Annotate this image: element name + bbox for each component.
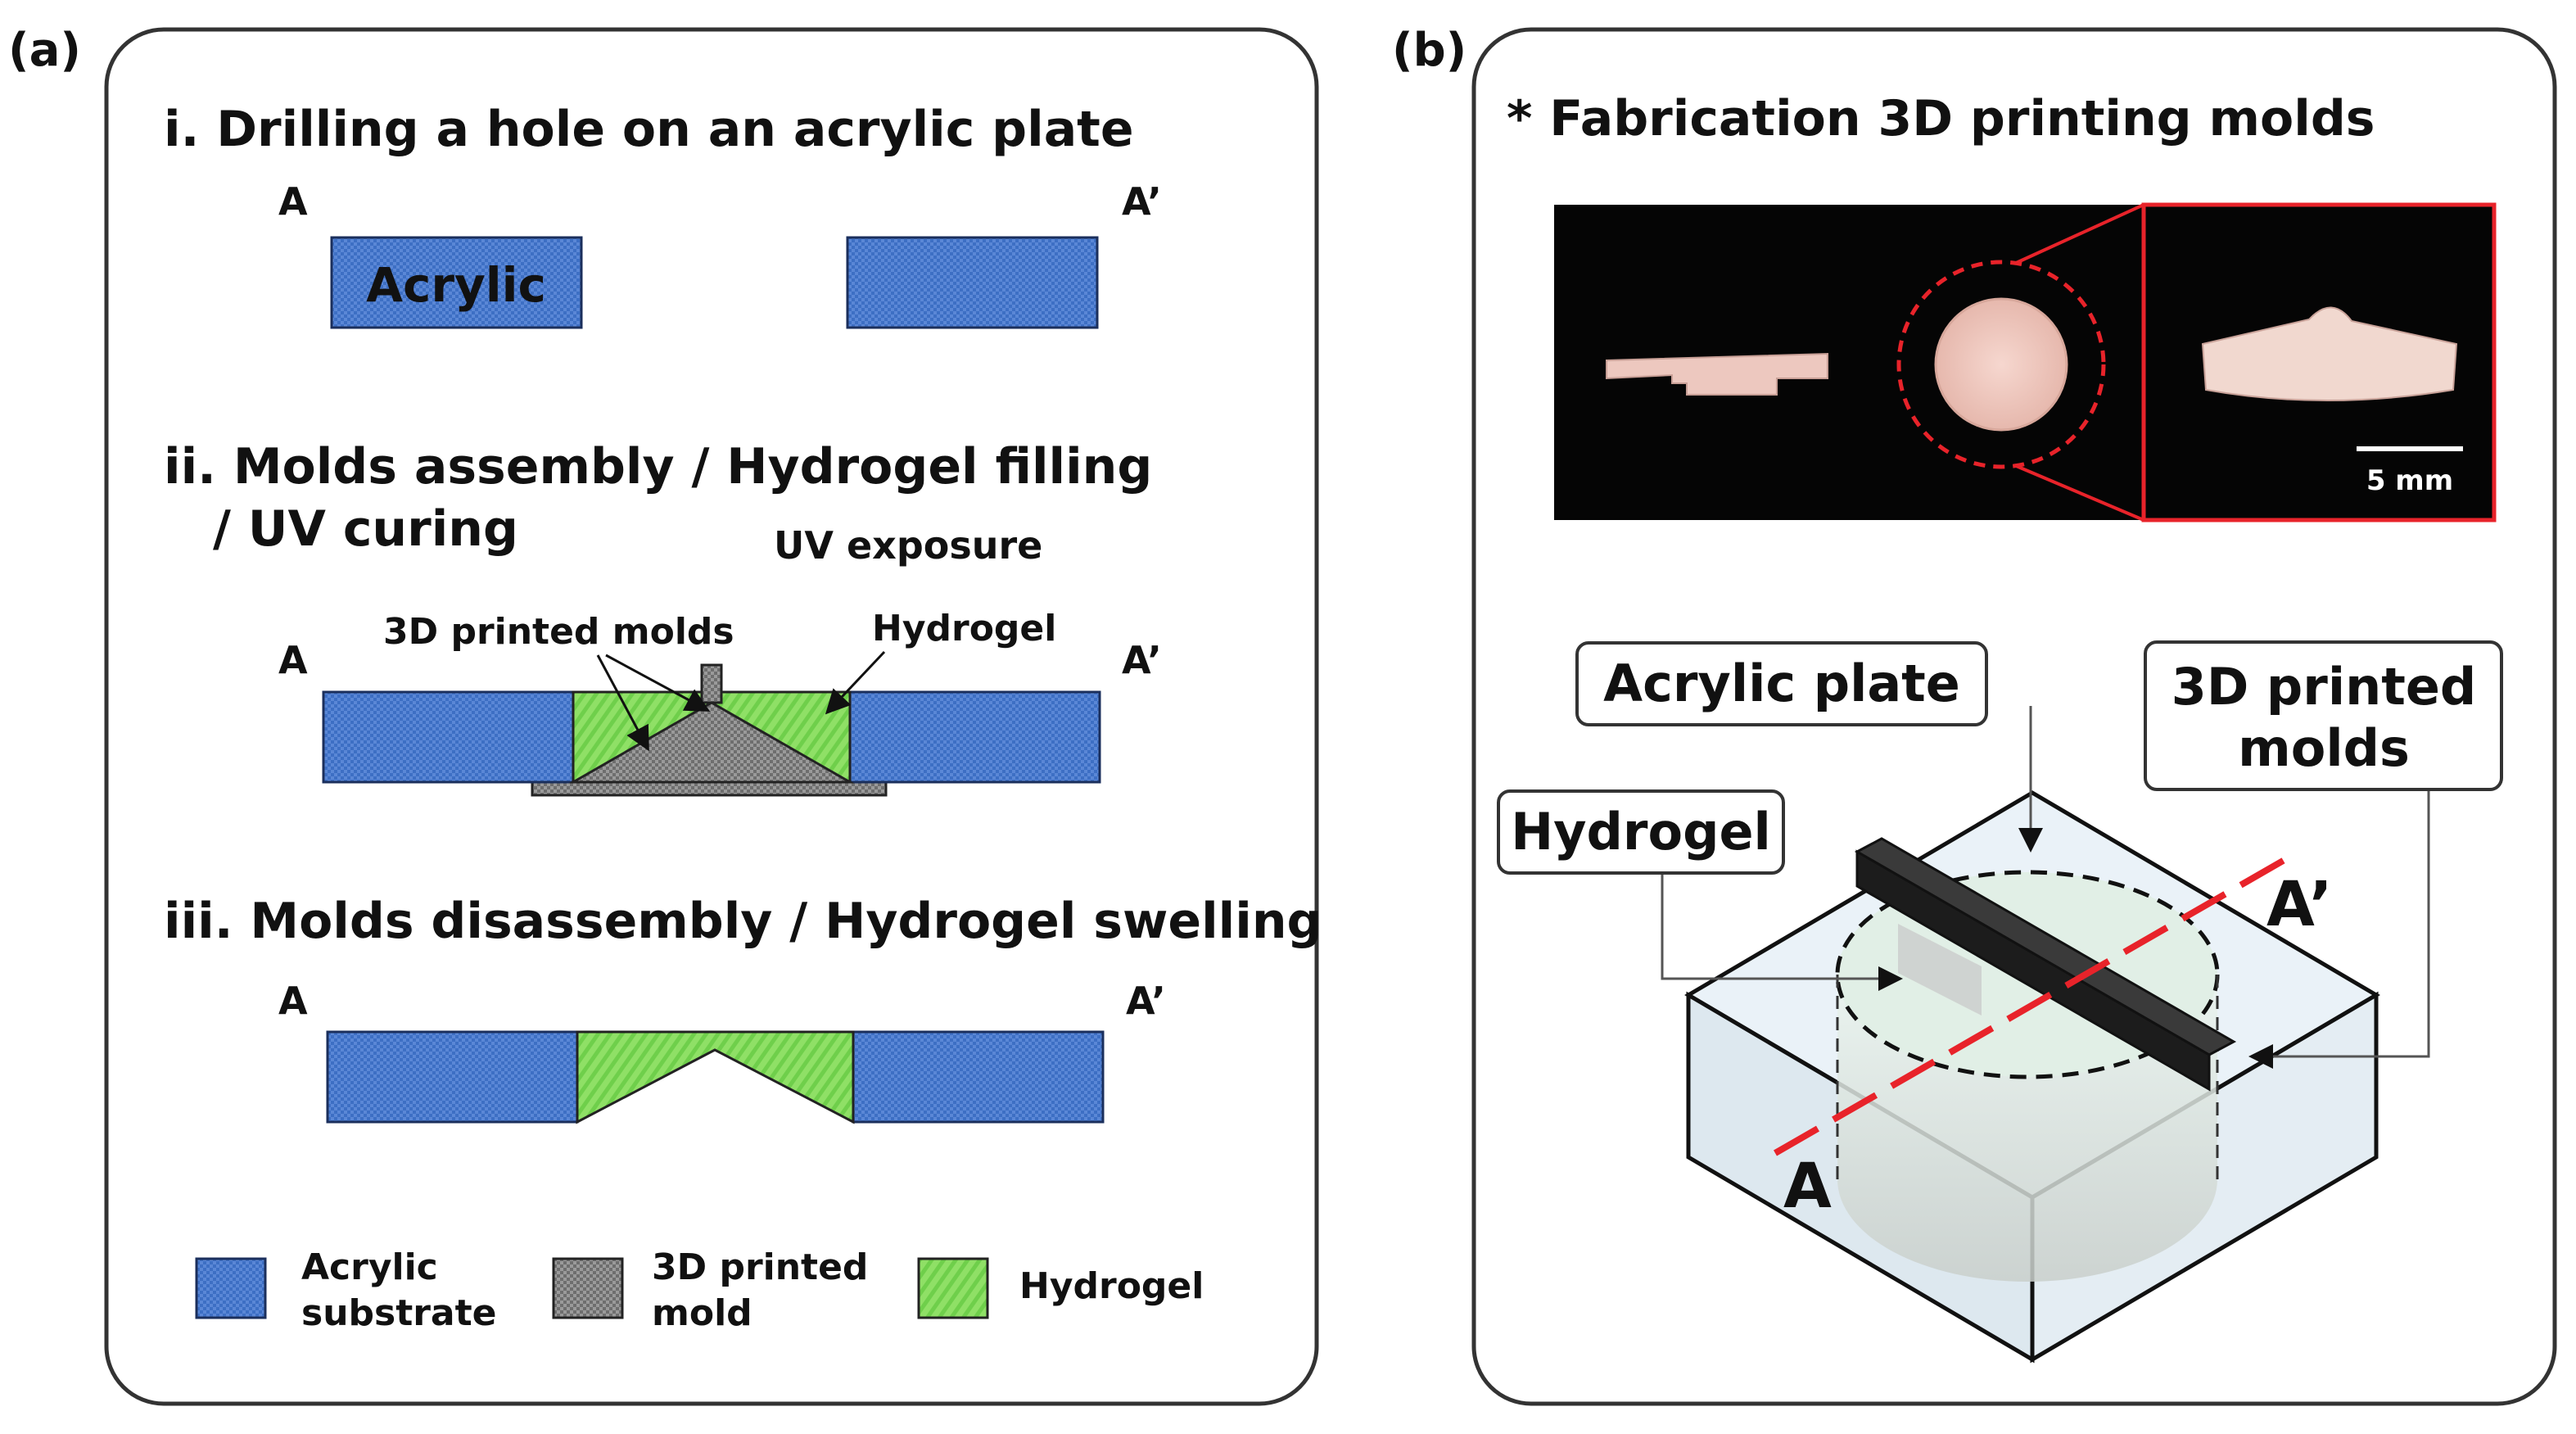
mold-photo: 5 mm: [1554, 202, 2497, 522]
callout-molds-line2: molds: [2238, 718, 2410, 778]
step3-end-a2: A’: [1126, 979, 1166, 1023]
leader-hydrogel: [1661, 870, 1903, 991]
step2-arrow-hydrogel: [825, 650, 886, 715]
step1-end-a2: A’: [1122, 179, 1162, 224]
panel-a-label: (a): [8, 24, 81, 77]
callout-acrylic-text: Acrylic plate: [1603, 654, 1960, 713]
legend-mold-line2: mold: [652, 1292, 752, 1334]
callout-acrylic-plate: Acrylic plate: [1575, 641, 1988, 726]
section-label-a2: A’: [2266, 867, 2333, 940]
callout-3d-printed-molds: 3D printed molds: [2144, 640, 2503, 791]
legend: Acrylic substrate 3D printed mold Hydrog…: [195, 1246, 1204, 1334]
step1-end-a: A: [278, 179, 308, 224]
legend-mold-line1: 3D printed: [652, 1246, 868, 1288]
mold-cone-shadow: [1898, 924, 1982, 1016]
step2-title-line2: / UV curing: [213, 500, 518, 558]
photo-zoom-line-2: [2013, 464, 2144, 522]
step3-title: iii. Molds disassembly / Hydrogel swelli…: [164, 893, 1322, 950]
step2-mold-base: [531, 780, 888, 797]
step2-end-a2: A’: [1122, 638, 1162, 682]
photo-zoom-line-1: [2013, 203, 2144, 265]
step2-arrow-molds-1: [605, 654, 711, 712]
step2-arrow-molds-2: [596, 654, 649, 752]
panel-b-label: (b): [1392, 24, 1467, 77]
legend-swatch-hydrogel: [917, 1257, 989, 1319]
leader-molds: [2248, 785, 2430, 1069]
step2-uv-label: UV exposure: [774, 523, 1042, 568]
photo-zoom-frame: [2141, 202, 2497, 522]
step2-title-line1: ii. Molds assembly / Hydrogel filling: [164, 438, 1152, 495]
step2-assembly: [322, 650, 1101, 797]
step3-end-a: A: [278, 979, 308, 1023]
step2-molds-label: 3D printed molds: [383, 611, 734, 653]
legend-swatch-acrylic: [195, 1257, 267, 1319]
step2-mold-pin: [700, 663, 723, 704]
step3-hydrogel-swelled: [576, 1030, 855, 1124]
step2-hydrogel-label: Hydrogel: [872, 608, 1056, 649]
step3-acrylic-left: [326, 1030, 579, 1124]
schematic-3d: A A’: [1661, 706, 2430, 1364]
legend-acrylic-line2: substrate: [301, 1292, 497, 1334]
photo-title: * Fabrication 3D printing molds: [1507, 90, 2375, 147]
section-line: [1774, 857, 2286, 1156]
photo-zoom-circle: [1896, 260, 2106, 469]
step2-acrylic-right: [848, 690, 1101, 784]
photo-mold-top: [1934, 297, 2068, 432]
photo-mold-cone-zoom: [2201, 306, 2458, 401]
legend-swatch-mold: [552, 1257, 624, 1319]
photo-mold-side: [1606, 352, 1828, 396]
legend-hydrogel-line1: Hydrogel: [1019, 1265, 1204, 1307]
step2-acrylic-left: [322, 690, 575, 784]
step2-end-a: A: [278, 638, 308, 682]
scale-bar-label: 5 mm: [2366, 464, 2453, 497]
step1-acrylic-left: [330, 236, 583, 329]
callout-molds-line1: 3D printed: [2172, 657, 2477, 717]
mold-bar-front: [1855, 849, 2211, 1092]
section-label-a: A: [1783, 1149, 1832, 1222]
step1-title: i. Drilling a hole on an acrylic plate: [164, 101, 1134, 158]
callout-hydrogel: Hydrogel: [1497, 789, 1785, 875]
legend-acrylic-line1: Acrylic: [301, 1246, 438, 1288]
step1-plate-label: Acrylic: [366, 257, 546, 313]
callout-hydrogel-text: Hydrogel: [1511, 802, 1771, 862]
step3-acrylic-right: [852, 1030, 1105, 1124]
step3-assembly: [326, 1030, 1105, 1124]
step1-acrylic-right: [846, 236, 1099, 329]
